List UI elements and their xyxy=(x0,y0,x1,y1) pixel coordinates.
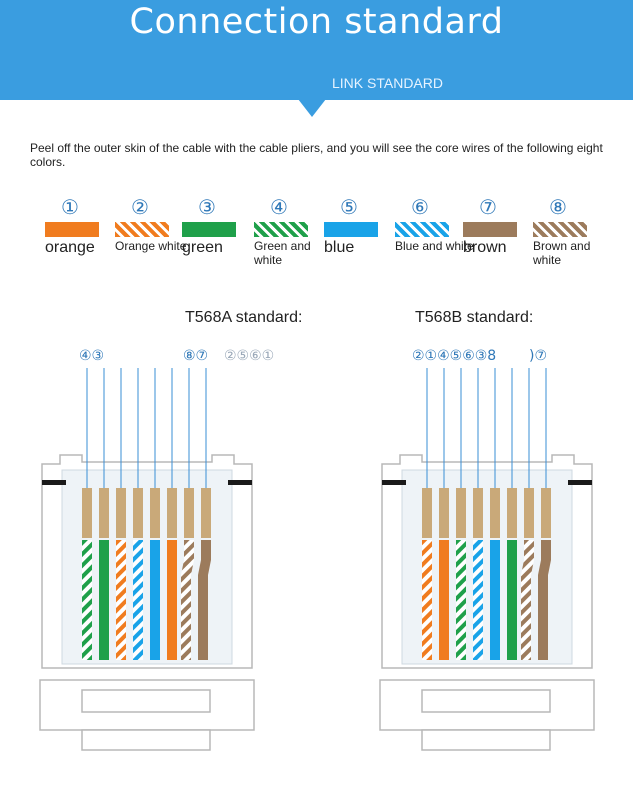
color-number: ⑥ xyxy=(411,195,429,219)
t568b-wire-2 xyxy=(439,540,449,660)
color-swatch-2: ② Orange white xyxy=(115,195,186,275)
t568a-pin-labels-faded: ②⑤⑥① xyxy=(224,348,275,364)
t568b-wire-6 xyxy=(507,540,517,660)
t568b-clip-right xyxy=(568,480,592,485)
t568a-wire-4 xyxy=(133,540,143,660)
t568b-gold-contact-8 xyxy=(541,488,551,538)
t568b-clip-left xyxy=(382,480,406,485)
header-notch xyxy=(298,99,326,117)
intro-text: Peel off the outer skin of the cable wit… xyxy=(30,141,603,169)
t568a-wire-6 xyxy=(167,540,177,660)
color-label: Green and white xyxy=(254,239,311,267)
t568a-wire-8 xyxy=(198,540,211,660)
color-label: Brown and white xyxy=(533,239,591,267)
color-number: ⑦ xyxy=(479,195,497,219)
t568b-wire-1 xyxy=(422,540,432,660)
t568b-pin-labels-right: )⑦ xyxy=(529,348,548,364)
color-label: orange xyxy=(45,239,95,256)
t568a-gold-contact-7 xyxy=(184,488,194,538)
t568a-title: T568A standard: xyxy=(185,309,303,326)
t568a-gold-contact-8 xyxy=(201,488,211,538)
t568a-gold-contact-6 xyxy=(167,488,177,538)
t568a-clip-left xyxy=(42,480,66,485)
t568b-boot-tail xyxy=(421,729,551,751)
t568a-gold-contact-3 xyxy=(116,488,126,538)
color-swatch-7: ⑦ brown xyxy=(463,195,533,275)
t568a-boot-tail xyxy=(81,729,211,751)
t568a-gold-contact-5 xyxy=(150,488,160,538)
t568a-wire-5 xyxy=(150,540,160,660)
t568b-title: T568B standard: xyxy=(415,309,534,326)
color-swatch-1: ① orange xyxy=(45,195,115,275)
color-number: ⑧ xyxy=(549,195,567,219)
t568a-wire-7 xyxy=(181,540,194,660)
color-bar xyxy=(45,222,99,237)
color-number: ⑤ xyxy=(340,195,358,219)
t568a-gold-contact-2 xyxy=(99,488,109,538)
color-label: brown xyxy=(463,239,507,256)
color-number: ④ xyxy=(270,195,288,219)
t568b-gold-contact-3 xyxy=(456,488,466,538)
color-label: Blue and white xyxy=(395,239,474,253)
t568b-gold-contact-7 xyxy=(524,488,534,538)
t568a-boot-window xyxy=(81,689,211,713)
color-swatch-5: ⑤ blue xyxy=(324,195,394,275)
t568b-gold-contact-4 xyxy=(473,488,483,538)
t568a-wire-1 xyxy=(82,540,92,660)
t568a-pin-labels: ④③ xyxy=(79,348,105,364)
t568b-boot-window xyxy=(421,689,551,713)
t568b-gold-contact-2 xyxy=(439,488,449,538)
color-bar xyxy=(395,222,449,237)
t568b-gold-contact-5 xyxy=(490,488,500,538)
color-swatch-6: ⑥ Blue and white xyxy=(395,195,474,275)
t568b-gold-contact-1 xyxy=(422,488,432,538)
color-label: green xyxy=(182,239,223,256)
t568b-wire-5 xyxy=(490,540,500,660)
page-subtitle: LINK STANDARD xyxy=(332,75,443,91)
color-number: ② xyxy=(131,195,149,219)
t568b-wire-7 xyxy=(521,540,534,660)
t568a-wire-2 xyxy=(99,540,109,660)
t568a-gold-contact-4 xyxy=(133,488,143,538)
page-title: Connection standard xyxy=(129,2,504,42)
t568a-wire-3 xyxy=(116,540,126,660)
t568a-clip-right xyxy=(228,480,252,485)
color-label: blue xyxy=(324,239,355,256)
t568b-gold-contact-6 xyxy=(507,488,517,538)
t568b-wire-8 xyxy=(538,540,551,660)
color-bar xyxy=(463,222,517,237)
color-bar xyxy=(115,222,169,237)
t568b-wire-4 xyxy=(473,540,483,660)
header-banner: Connection standard LINK STANDARD xyxy=(0,0,633,100)
t568b-pin-labels: ②①④⑤⑥③8 xyxy=(412,348,497,364)
color-number: ① xyxy=(61,195,79,219)
color-swatch-3: ③ green xyxy=(182,195,252,275)
color-bar xyxy=(182,222,236,237)
color-bar xyxy=(533,222,587,237)
t568b-wire-3 xyxy=(456,540,466,660)
color-number: ③ xyxy=(198,195,216,219)
color-label: Orange white xyxy=(115,239,187,253)
t568a-pin-labels-right: ⑧⑦ xyxy=(183,348,209,364)
color-swatch-8: ⑧ Brown and white xyxy=(533,195,603,275)
color-swatch-4: ④ Green and white xyxy=(254,195,324,275)
color-bar xyxy=(254,222,308,237)
color-bar xyxy=(324,222,378,237)
t568a-gold-contact-1 xyxy=(82,488,92,538)
